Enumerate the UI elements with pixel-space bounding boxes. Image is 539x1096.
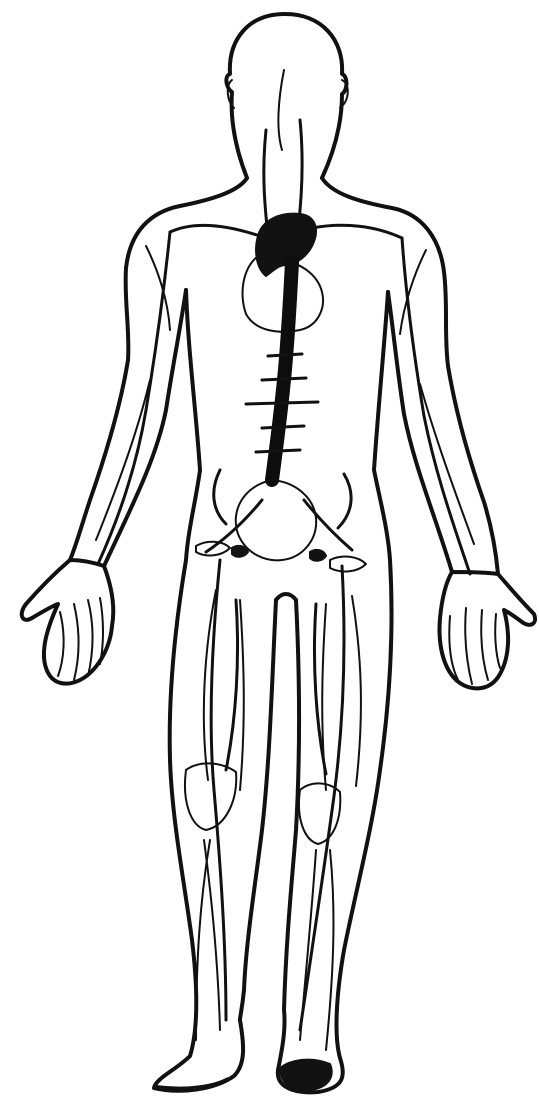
right-arm-inner	[388, 292, 452, 572]
body-outline	[22, 14, 535, 1092]
face-nose	[278, 70, 284, 150]
intercostal-branch-1	[268, 354, 302, 356]
right-pelvic-loop	[330, 557, 366, 572]
left-shoulder-outline	[126, 178, 247, 360]
left-subclavian-artery	[170, 225, 260, 236]
arterial-system	[98, 120, 470, 1050]
intercostal-branch-3	[246, 402, 318, 404]
left-iliac-branch	[214, 470, 226, 524]
left-carotid-artery	[264, 130, 268, 236]
right-pelvic-node	[310, 550, 326, 561]
right-subclavian-artery	[312, 225, 402, 238]
descending-aorta	[272, 262, 292, 480]
right-foot-shadow	[280, 1060, 332, 1090]
right-iliac-branch	[338, 474, 351, 528]
left-arm-inner	[104, 290, 186, 566]
right-tibial-artery	[326, 850, 333, 1050]
crotch-outline	[276, 594, 296, 600]
left-hand	[22, 560, 114, 684]
intercostal-branch-4	[262, 426, 304, 428]
right-torso-side	[374, 292, 390, 560]
left-pelvic-node	[232, 546, 248, 557]
left-foot-shadow	[156, 1078, 228, 1089]
right-forearm-line	[420, 384, 474, 544]
intercostal-branch-2	[262, 378, 306, 380]
left-torso-side	[186, 290, 200, 560]
right-leg-inner	[284, 600, 299, 1010]
left-leg-inner	[240, 600, 276, 1020]
left-thigh-line-2	[240, 600, 244, 790]
left-deep-femoral	[226, 600, 238, 770]
head-outline	[226, 14, 346, 178]
intercostal-branch-5	[256, 450, 300, 452]
left-brachial-artery	[98, 232, 170, 564]
pelvic-cavity	[236, 480, 316, 560]
left-femoral-artery	[211, 560, 226, 1020]
left-knee	[185, 763, 236, 830]
right-thigh-line	[352, 596, 361, 786]
right-fingers	[449, 608, 500, 684]
